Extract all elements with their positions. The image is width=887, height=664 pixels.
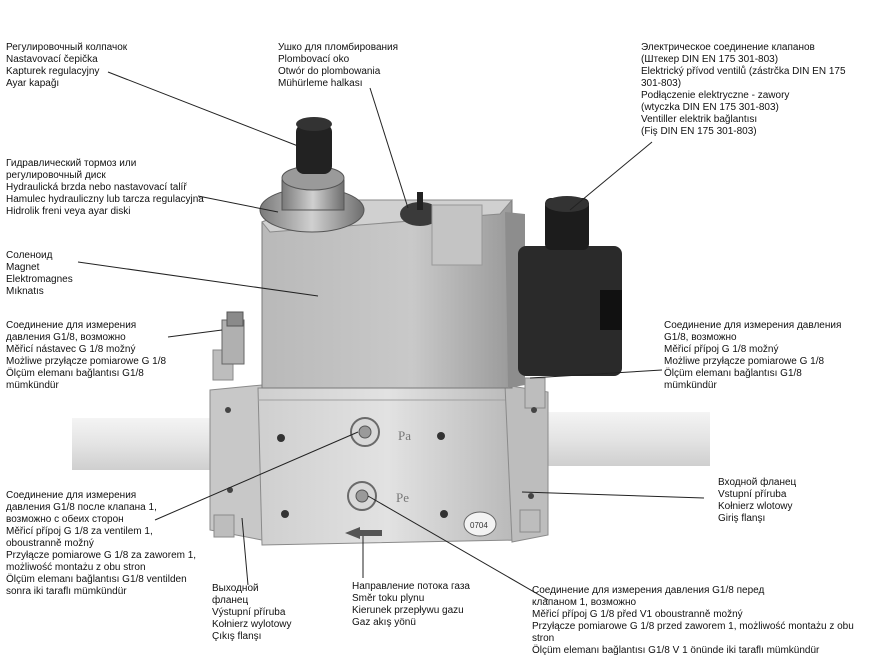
- label-pressure-right: Соединение для измерения давления G1/8, …: [664, 320, 842, 391]
- plug-connector-shape: [518, 246, 622, 376]
- leader-pressure-after: [154, 431, 359, 521]
- leader-outlet-flange: [241, 517, 249, 586]
- port-label-pe: Pe: [396, 490, 409, 505]
- label-electrical-connection: Электрическое соединение клапанов (Штеке…: [641, 42, 846, 137]
- label-inlet-flange: Входной фланец Vstupní příruba Kołnierz …: [718, 477, 797, 524]
- leader-seal-eyelet: [369, 87, 409, 209]
- flow-arrow: [345, 527, 382, 539]
- seal-eyelet-shape: [400, 202, 440, 226]
- label-pressure-before-valve: Соединение для измерения давления G1/8 п…: [532, 585, 854, 656]
- leader-pressure-before: [367, 495, 549, 601]
- leader-pressure-left: [167, 329, 223, 338]
- leader-adjusting-cap: [107, 71, 299, 147]
- label-pressure-after-valve: Соединение для измерения давления G1/8 п…: [6, 490, 197, 597]
- outlet-pipe: [72, 418, 222, 470]
- adjusting-cap-shape: [296, 124, 332, 174]
- leader-pressure-right: [529, 369, 663, 379]
- leader-hydraulic-brake: [197, 195, 279, 213]
- leader-inlet-flange: [521, 491, 705, 499]
- serial-number: 0704: [470, 521, 488, 530]
- label-hydraulic-brake: Гидравлический тормоз или регулировочный…: [6, 158, 204, 217]
- label-seal-eyelet: Ушко для пломбирования Plombovací oko Ot…: [278, 42, 399, 89]
- port-label-pa: Pa: [398, 428, 411, 443]
- inlet-pipe: [540, 412, 710, 466]
- label-adjusting-cap: Регулировочный колпачок Nastavovací čepi…: [6, 42, 128, 89]
- label-pressure-left: Соединение для измерения давления G1/8, …: [6, 320, 167, 391]
- leader-electrical: [569, 141, 653, 211]
- label-solenoid: Соленоид Magnet Elektromagnes Mıknatıs: [6, 250, 73, 297]
- leader-solenoid: [77, 261, 319, 297]
- label-flow-direction: Направление потока газа Směr toku plynu …: [352, 581, 470, 628]
- label-outlet-flange: Выходной фланец Výstupní příruba Kołnier…: [212, 583, 292, 642]
- serial-plate: [463, 511, 497, 537]
